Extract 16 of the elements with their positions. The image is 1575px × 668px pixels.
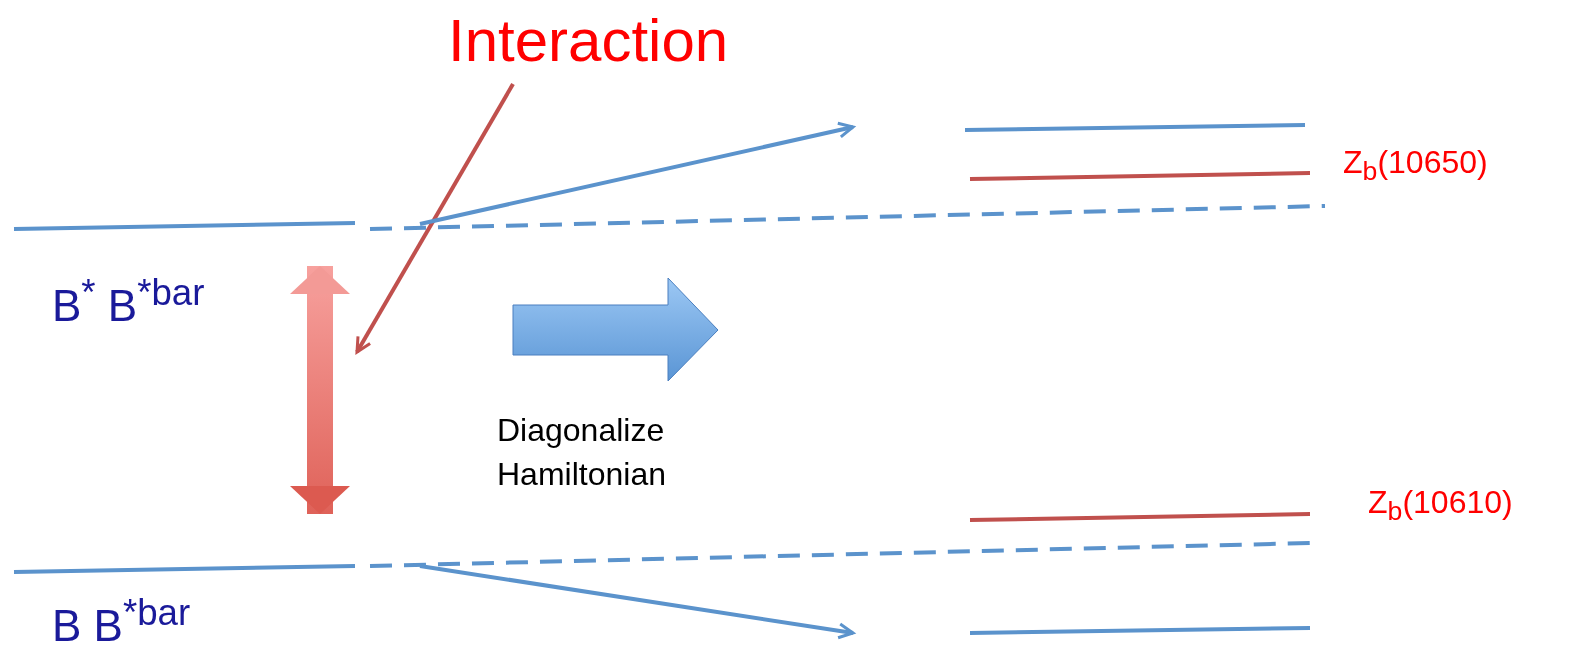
level-label: B$^{*}$ B$^{*bar}$ — [52, 272, 205, 331]
energy-level-line — [968, 625, 1312, 635]
step-label: Diagonalize Hamiltonian — [497, 411, 667, 494]
energy-level-line — [12, 202, 1328, 234]
state-label: Z$_{b}$(10650) — [1343, 144, 1488, 188]
leader-line — [355, 83, 515, 354]
energy-level-line — [12, 540, 1312, 576]
level-label: B B$^{*bar}$ — [52, 592, 191, 651]
energy-level-line — [968, 511, 1312, 522]
energy-level-line — [963, 122, 1307, 132]
leader-line — [419, 121, 855, 226]
state-label: Z$_{b}$(10610) — [1368, 484, 1513, 528]
leader-line — [419, 564, 855, 640]
double-arrow — [290, 266, 350, 514]
energy-level-line — [968, 170, 1312, 181]
callout-text: Interaction — [448, 2, 783, 80]
